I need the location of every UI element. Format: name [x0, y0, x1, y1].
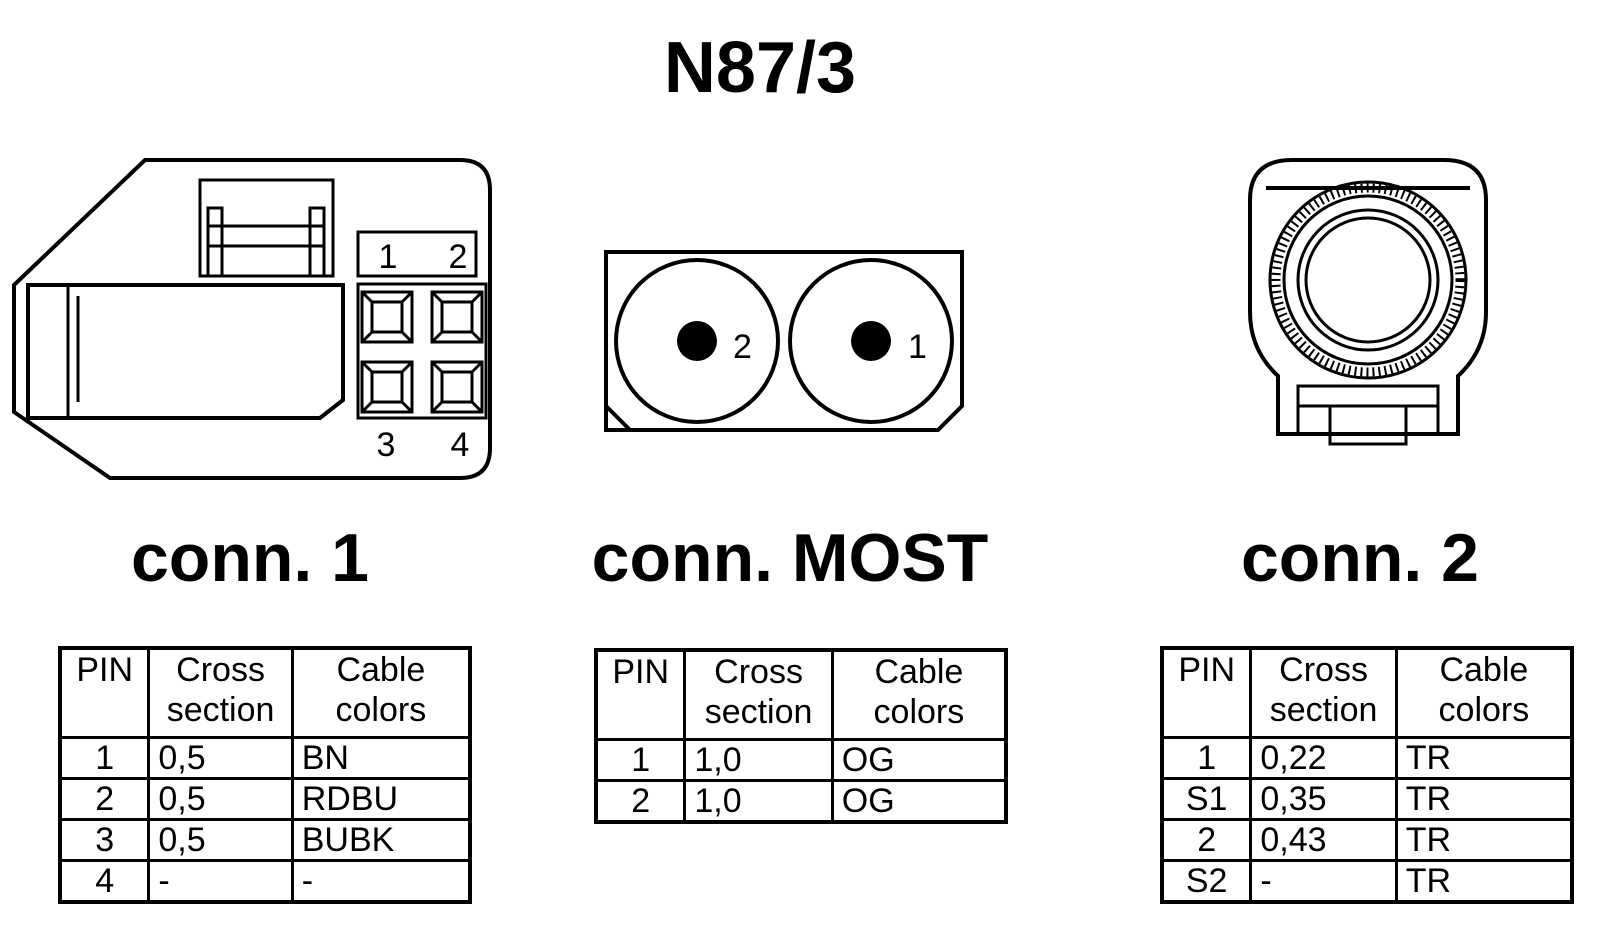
- cable-color-cell: TR: [1394, 859, 1574, 904]
- table-row: 2 1,0 OG: [594, 779, 1008, 824]
- table-row: 2 0,43 TR: [1160, 818, 1574, 862]
- connector-1-label: conn. 1: [130, 520, 370, 596]
- pin-cell: 2: [1160, 818, 1253, 862]
- cable-colors-header: Cable colors: [1394, 646, 1574, 739]
- pin-cell: 1: [594, 738, 687, 782]
- cable-color-cell: TR: [1394, 818, 1574, 862]
- table-header-row: PIN Cross section Cable colors: [58, 646, 472, 739]
- table-row: 1 1,0 OG: [594, 738, 1008, 782]
- pin-header: PIN: [1160, 646, 1253, 739]
- cross-section-cell: 0,35: [1249, 777, 1398, 821]
- table-row: 4 - -: [58, 859, 472, 904]
- cable-color-cell: RDBU: [290, 777, 472, 821]
- cable-colors-header: Cable colors: [290, 646, 472, 739]
- cable-color-cell: BN: [290, 736, 472, 780]
- pin-cell: 1: [1160, 736, 1253, 780]
- connector-most-pin-table: PIN Cross section Cable colors 1 1,0 OG …: [594, 648, 1008, 824]
- cross-section-cell: 0,5: [147, 736, 294, 780]
- pin-cell: 1: [58, 736, 151, 780]
- table-row: 2 0,5 RDBU: [58, 777, 472, 821]
- pin-cell: 3: [58, 818, 151, 862]
- pin-cell: 2: [58, 777, 151, 821]
- pin-cell: S1: [1160, 777, 1253, 821]
- conn1-pin-number: 1: [379, 238, 398, 276]
- cable-color-cell: OG: [830, 779, 1008, 824]
- cross-section-cell: 1,0: [683, 738, 834, 782]
- diagram-title: N87/3: [663, 28, 857, 108]
- cable-color-cell: TR: [1394, 777, 1574, 821]
- cable-color-cell: OG: [830, 738, 1008, 782]
- conn1-pin-number: 3: [377, 426, 396, 464]
- connector-1-drawing: 1 2 3 4: [12, 158, 492, 480]
- cross-section-header: Cross section: [147, 646, 294, 739]
- cable-color-cell: TR: [1394, 736, 1574, 780]
- cross-section-cell: 1,0: [683, 779, 834, 824]
- pin-cell: 4: [58, 859, 151, 904]
- cross-section-header: Cross section: [683, 648, 834, 741]
- cross-section-cell: -: [147, 859, 294, 904]
- cable-colors-header: Cable colors: [830, 648, 1008, 741]
- cross-section-header: Cross section: [1249, 646, 1398, 739]
- cross-section-cell: 0,5: [147, 777, 294, 821]
- table-row: 3 0,5 BUBK: [58, 818, 472, 862]
- cable-color-cell: -: [290, 859, 472, 904]
- cross-section-cell: 0,22: [1249, 736, 1398, 780]
- cross-section-cell: 0,43: [1249, 818, 1398, 862]
- pin-header: PIN: [58, 646, 151, 739]
- cross-section-cell: -: [1249, 859, 1398, 904]
- connector-2-drawing: [1248, 158, 1488, 446]
- connector-2-label: conn. 2: [1240, 520, 1480, 596]
- table-row: 1 0,5 BN: [58, 736, 472, 780]
- table-row: S1 0,35 TR: [1160, 777, 1574, 821]
- pin-cell: S2: [1160, 859, 1253, 904]
- cable-color-cell: BUBK: [290, 818, 472, 862]
- connector-1-pin-table: PIN Cross section Cable colors 1 0,5 BN …: [58, 646, 472, 904]
- conn1-pin-number: 4: [451, 426, 470, 464]
- table-row: S2 - TR: [1160, 859, 1574, 904]
- most-pin-number: 1: [908, 328, 927, 366]
- table-header-row: PIN Cross section Cable colors: [1160, 646, 1574, 739]
- connector-most-label: conn. MOST: [591, 520, 989, 596]
- most-pin-number: 2: [733, 328, 752, 366]
- connector-most-drawing: 2 1: [604, 250, 964, 432]
- connector-2-pin-table: PIN Cross section Cable colors 1 0,22 TR…: [1160, 646, 1574, 904]
- table-row: 1 0,22 TR: [1160, 736, 1574, 780]
- pin-cell: 2: [594, 779, 687, 824]
- conn1-pin-number: 2: [449, 238, 468, 276]
- table-header-row: PIN Cross section Cable colors: [594, 648, 1008, 741]
- cross-section-cell: 0,5: [147, 818, 294, 862]
- pin-header: PIN: [594, 648, 687, 741]
